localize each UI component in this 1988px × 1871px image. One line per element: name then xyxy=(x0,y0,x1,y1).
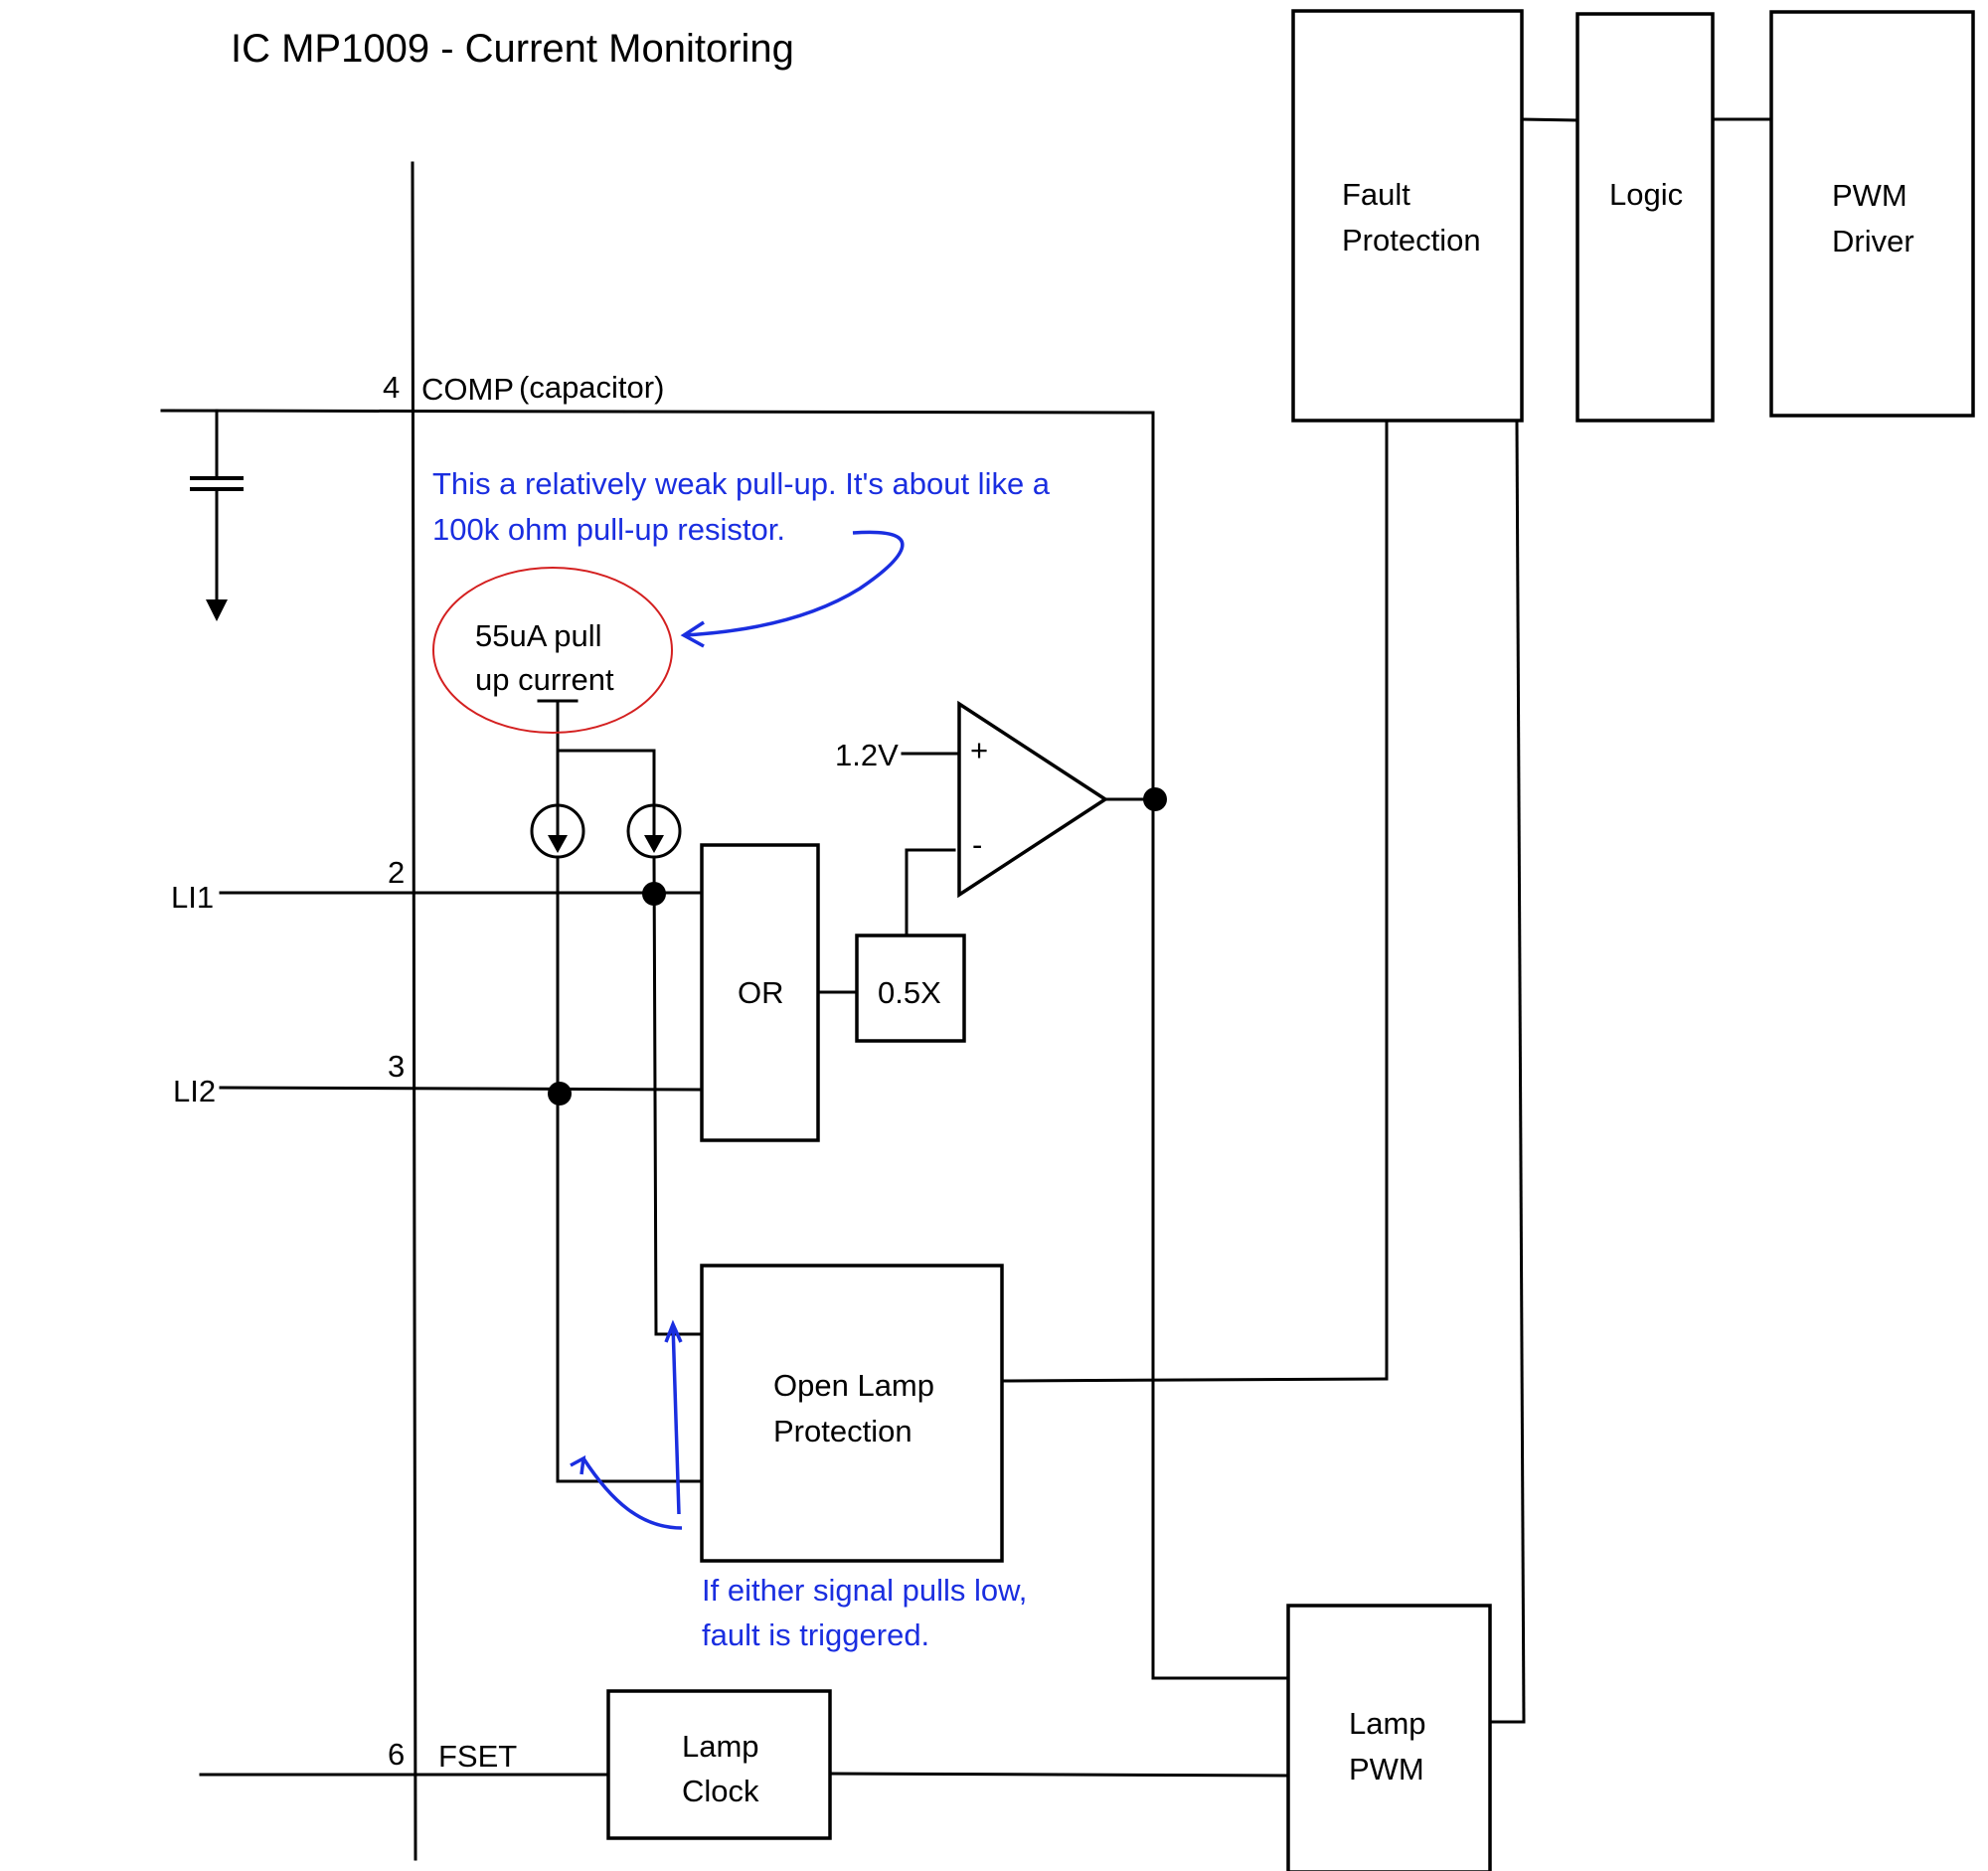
pin-li2: LI2 3 xyxy=(173,1049,704,1108)
open-lamp-label-line1: Open Lamp xyxy=(773,1368,934,1403)
ground-arrow-icon xyxy=(206,599,228,621)
lamp-pwm-label-line2: PWM xyxy=(1349,1752,1424,1786)
fault-annotation: If either signal pulls low, fault is tri… xyxy=(570,1319,1027,1652)
pin-number-3: 3 xyxy=(388,1049,405,1084)
annotation-arrow-icon xyxy=(581,1457,683,1530)
fault-protection-label-line1: Fault xyxy=(1342,177,1410,212)
diagram-title: IC MP1009 - Current Monitoring xyxy=(231,27,794,71)
comparator-minus-label: - xyxy=(972,827,982,862)
pullup-note-line1: This a relatively weak pull-up. It's abo… xyxy=(432,466,1051,501)
ic-boundary-line xyxy=(411,161,417,1861)
fault-note-line2: fault is triggered. xyxy=(702,1617,929,1652)
current-source-icon xyxy=(530,803,585,859)
current-source-icon xyxy=(626,803,682,859)
pin-number-6: 6 xyxy=(388,1737,405,1772)
logic-input-wire xyxy=(1515,419,1526,1724)
fault-protection-label-line2: Protection xyxy=(1342,223,1481,257)
open-lamp-protection-block xyxy=(700,1264,1004,1563)
fault-note-line1: If either signal pulls low, xyxy=(702,1573,1027,1608)
pin-li1: LI1 2 xyxy=(171,855,704,915)
pwm-driver-label-line2: Driver xyxy=(1832,224,1914,258)
annotation-arrow-icon xyxy=(683,530,905,637)
clock-to-lamp-pwm-wire xyxy=(828,1772,1290,1778)
pullup-note-line2: 100k ohm pull-up resistor. xyxy=(432,512,785,547)
comparator-triangle-icon xyxy=(957,700,1109,899)
pin-note-comp: (capacitor) xyxy=(519,370,664,405)
fault-to-logic-wire xyxy=(1520,117,1579,122)
gain-block-label: 0.5X xyxy=(878,975,941,1010)
lamp-clock-block xyxy=(606,1689,832,1840)
pullup-highlight-ellipse xyxy=(432,567,673,734)
pullup-annotation: This a relatively weak pull-up. It's abo… xyxy=(432,466,1051,648)
lamp-clock-label-line1: Lamp xyxy=(682,1729,759,1764)
lamp-clock-label-line2: Clock xyxy=(682,1774,759,1808)
pin-fset: 6 FSET xyxy=(199,1737,610,1777)
pin-name-fset: FSET xyxy=(438,1739,517,1774)
pin-number-4: 4 xyxy=(383,370,400,405)
fault-protection-block xyxy=(1291,9,1524,423)
capacitor-icon xyxy=(190,409,244,621)
pin-number-2: 2 xyxy=(388,855,405,890)
comparator-plus-label: + xyxy=(970,733,988,767)
annotation-arrowhead-icon xyxy=(664,1319,683,1343)
pin-name-li1: LI1 xyxy=(171,880,214,915)
pin-comp: 4 COMP (capacitor) xyxy=(160,370,1155,1680)
olp-to-fault-wire xyxy=(1000,1377,1389,1383)
pullup-label-line1: 55uA pull xyxy=(475,618,602,653)
or-block-label: OR xyxy=(738,975,784,1010)
junction-dot xyxy=(642,882,666,906)
lamp-pwm-label-line1: Lamp xyxy=(1349,1706,1426,1741)
comparator: + - 1.2V xyxy=(835,700,1155,899)
open-lamp-label-line2: Protection xyxy=(773,1414,912,1448)
junction-dot xyxy=(1143,787,1167,811)
pwm-driver-block xyxy=(1769,10,1975,418)
comp-net-wire xyxy=(160,409,1155,415)
junction-dot xyxy=(548,1082,572,1106)
pin-name-li2: LI2 xyxy=(173,1074,216,1108)
logic-label: Logic xyxy=(1609,177,1683,212)
lamp-pwm-block xyxy=(1286,1604,1492,1871)
gain-block xyxy=(855,934,966,1043)
annotation-arrow-icon xyxy=(671,1323,681,1515)
annotation-arrowhead-icon xyxy=(570,1454,586,1475)
or-block xyxy=(700,843,820,1142)
reference-voltage-label: 1.2V xyxy=(835,738,899,772)
pin-name-comp: COMP xyxy=(421,372,514,407)
pwm-driver-label-line1: PWM xyxy=(1832,178,1907,213)
li1-sense-wire xyxy=(652,855,658,1336)
logic-block xyxy=(1575,12,1715,423)
annotation-arrowhead-icon xyxy=(680,620,705,648)
li2-wire xyxy=(219,1086,704,1092)
pullup-label-line2: up current xyxy=(475,662,614,697)
